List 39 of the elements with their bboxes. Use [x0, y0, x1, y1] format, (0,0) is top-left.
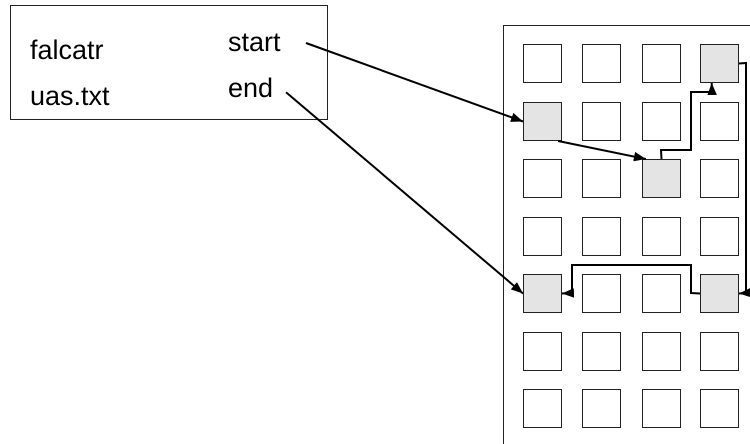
arrow — [738, 62, 750, 298]
disk-block — [523, 217, 562, 256]
field-label: end — [228, 73, 286, 105]
disk-block — [523, 274, 562, 313]
file-name: falcatr uas.txt — [30, 34, 111, 113]
disk-block — [642, 44, 681, 83]
disk-block — [700, 274, 739, 313]
disk-block — [700, 44, 739, 83]
disk-block — [700, 102, 739, 141]
disk-block — [523, 44, 562, 83]
arrow — [285, 91, 524, 294]
disk-block — [700, 159, 739, 198]
disk-block — [582, 332, 621, 371]
disk-block — [523, 159, 562, 198]
disk-block — [642, 102, 681, 141]
arrow — [660, 82, 717, 160]
field-label: start — [228, 27, 306, 59]
disk-panel — [503, 25, 750, 444]
disk-block — [582, 159, 621, 198]
disk-block — [642, 389, 681, 428]
directory-entry-box — [10, 5, 328, 120]
disk-block — [700, 332, 739, 371]
disk-block — [700, 217, 739, 256]
disk-block — [523, 389, 562, 428]
arrow — [558, 140, 646, 162]
disk-block — [523, 102, 562, 141]
disk-block — [582, 44, 621, 83]
disk-block — [582, 389, 621, 428]
disk-block — [582, 274, 621, 313]
disk-block — [700, 389, 739, 428]
disk-block — [582, 217, 621, 256]
arrow — [306, 42, 524, 122]
disk-block — [523, 332, 562, 371]
arrow — [562, 264, 700, 298]
disk-block — [642, 332, 681, 371]
disk-block — [642, 274, 681, 313]
disk-block — [642, 217, 681, 256]
disk-block — [582, 102, 621, 141]
disk-block — [642, 159, 681, 198]
